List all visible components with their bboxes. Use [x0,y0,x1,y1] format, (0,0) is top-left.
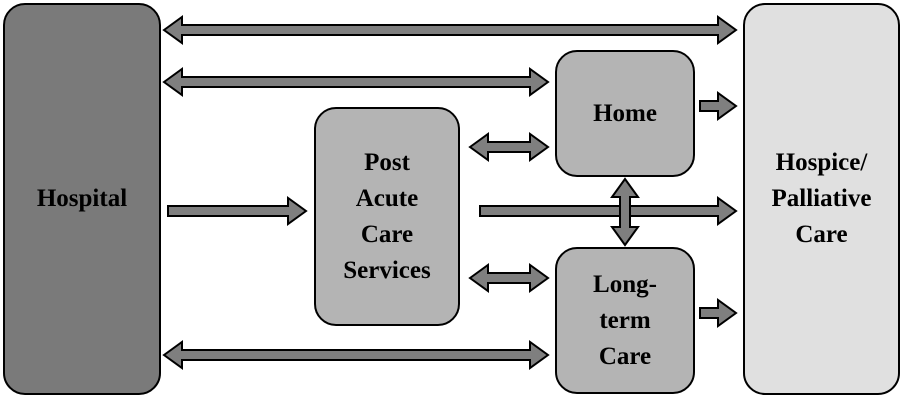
node-hospital: Hospital [3,3,161,395]
arrow-pacs-hospice [479,196,738,226]
arrow-pacs-home [468,132,550,162]
arrow-hospital-hospice [162,15,738,45]
arrow-home-hospice [699,91,738,121]
node-hospice-palliative-care-label: Hospice/ Palliative Care [771,149,872,248]
node-home: Home [555,50,695,177]
node-hospital-label: Hospital [36,185,128,212]
node-long-term-care: Long- term Care [555,247,695,394]
arrow-ltc-hospice [699,298,738,328]
arrow-pacs-ltc [468,263,550,293]
arrow-hospital-ltc [162,340,550,370]
node-post-acute-care-services-label: Post Acute Care Services [343,148,431,284]
node-long-term-care-label: Long- term Care [593,270,657,370]
node-post-acute-care-services: Post Acute Care Services [314,107,460,326]
node-home-label: Home [593,99,657,127]
arrow-hospital-home [162,67,550,97]
arrow-home-ltc [610,177,640,247]
node-hospice-palliative-care: Hospice/ Palliative Care [743,3,900,395]
arrow-hospital-pacs [167,196,308,226]
